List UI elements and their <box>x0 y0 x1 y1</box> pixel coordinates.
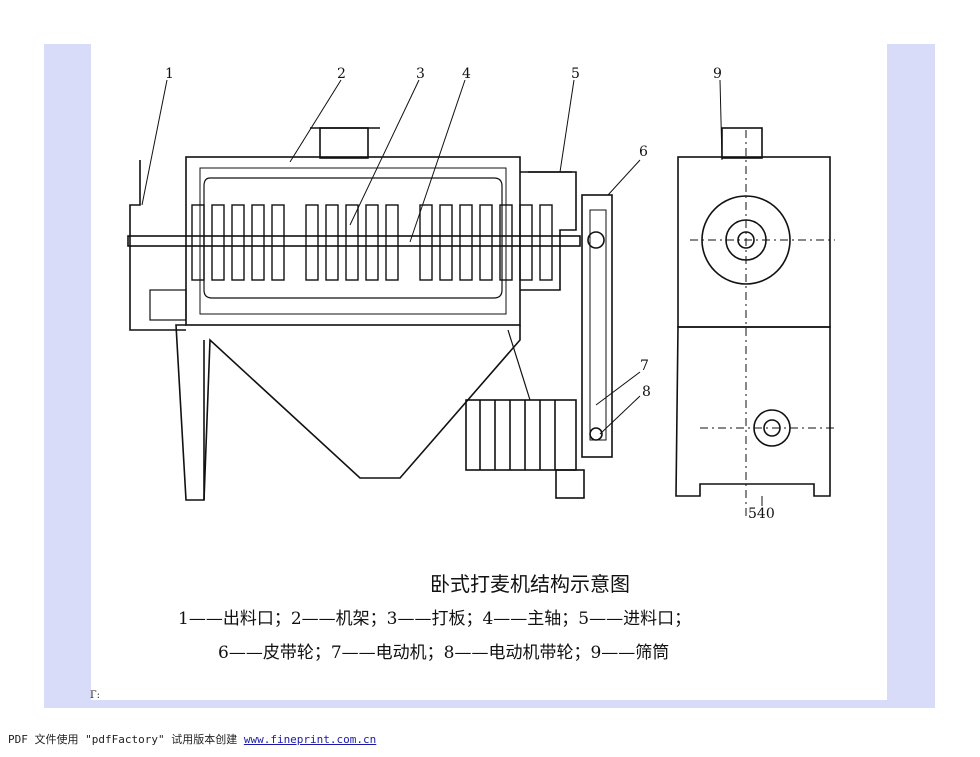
callout-6: 6 <box>639 144 648 160</box>
inlet-hopper <box>520 171 577 291</box>
figure-title: 卧式打麦机结构示意图 <box>430 572 630 596</box>
callout-7: 7 <box>640 358 649 374</box>
belt-guard <box>581 194 613 458</box>
callout-4: 4 <box>462 66 471 82</box>
machine-housing <box>185 156 521 326</box>
rotor-outline <box>203 177 503 299</box>
callout-8: 8 <box>642 384 651 400</box>
side-view <box>675 127 835 520</box>
sieve-drum <box>199 167 507 315</box>
hopper <box>175 324 521 501</box>
callout-9: 9 <box>713 66 722 82</box>
callout-2: 2 <box>337 66 346 82</box>
motor <box>465 399 577 471</box>
slide-frame-bottom <box>44 700 935 708</box>
callout-3: 3 <box>416 66 425 82</box>
pdf-footer: PDF 文件使用 "pdfFactory" 试用版本创建 www.finepri… <box>8 731 376 747</box>
footer-link[interactable]: www.fineprint.com.cn <box>243 733 377 746</box>
main-shaft <box>127 235 581 247</box>
legend-line-1: 1——出料口；2——机架；3——打板；4——主轴；5——进料口； <box>178 609 692 629</box>
legend-line-2: 6——皮带轮；7——电动机；8——电动机带轮；9——筛筒 <box>218 643 670 663</box>
beater-blades <box>191 204 553 281</box>
outlet <box>129 160 186 331</box>
footer-text: PDF 文件使用 "pdfFactory" 试用版本创建 <box>8 733 244 746</box>
top-port <box>319 127 369 159</box>
stray-mark: Г: <box>90 690 100 701</box>
callout-1: 1 <box>165 66 174 82</box>
dimension-label: 540 <box>748 506 775 522</box>
callout-5: 5 <box>571 66 580 82</box>
